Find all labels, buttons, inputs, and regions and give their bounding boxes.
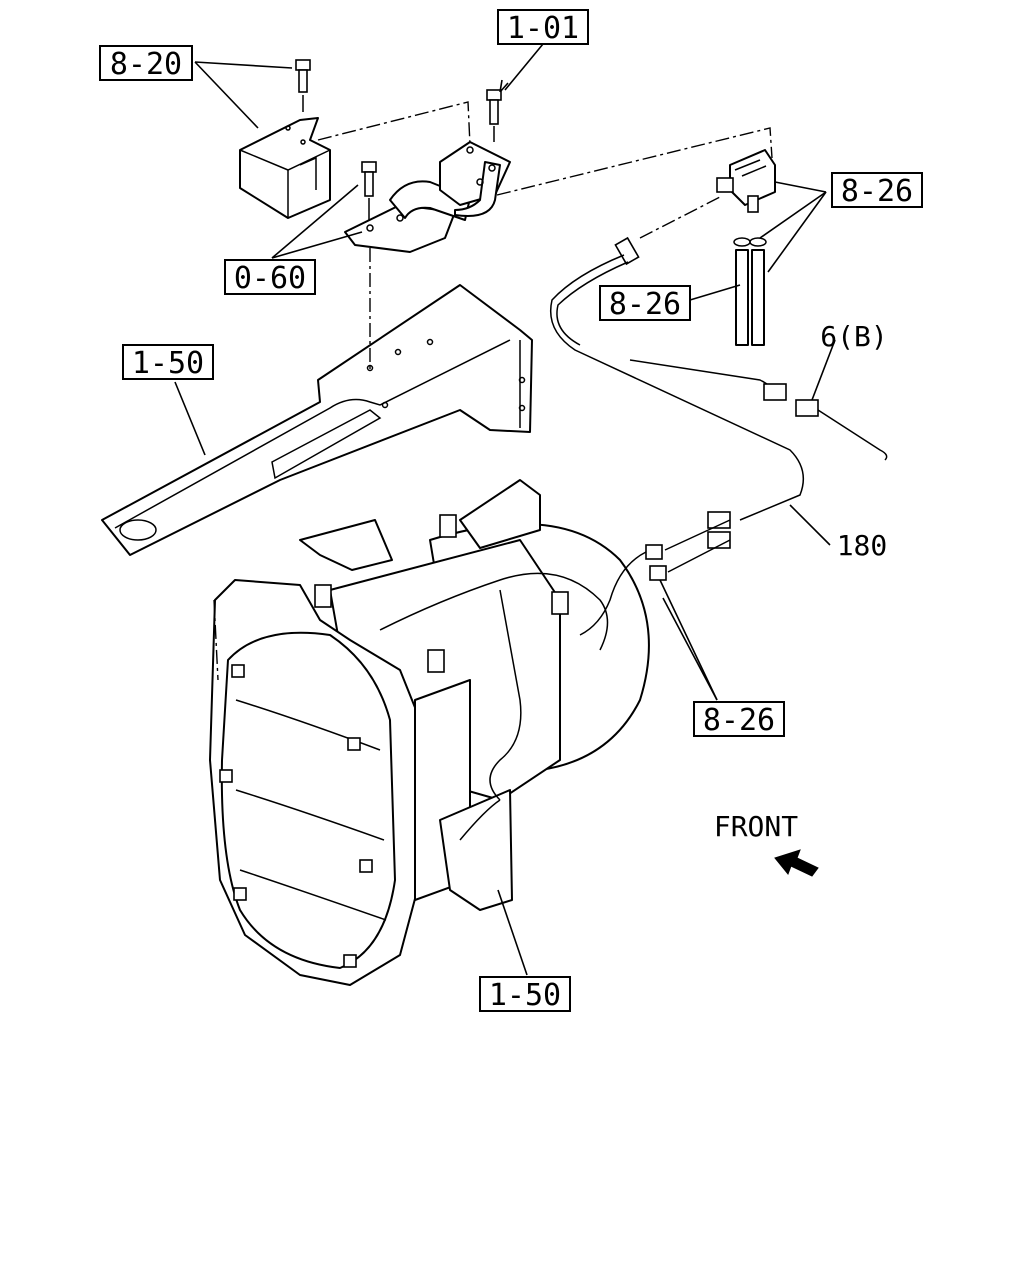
bolt-1-01 bbox=[486, 89, 502, 142]
callout-8-20: 8-20 bbox=[99, 45, 193, 82]
bolt-8-20 bbox=[295, 59, 311, 112]
callout-1-50-upper: 1-50 bbox=[122, 344, 214, 381]
mount-bracket-upper bbox=[101, 284, 533, 556]
svg-text:1-50: 1-50 bbox=[132, 346, 204, 381]
svg-text:1-50: 1-50 bbox=[489, 978, 561, 1013]
hose-pair bbox=[733, 237, 767, 346]
assembly-lines bbox=[213, 101, 773, 681]
callout-8-26-sensor: 8-26 bbox=[831, 172, 923, 209]
svg-text:1-01: 1-01 bbox=[507, 11, 579, 46]
pressure-sensor bbox=[716, 149, 776, 213]
front-label: FRONT bbox=[714, 810, 798, 843]
callout-8-26-hose: 8-26 bbox=[599, 285, 691, 322]
callout-1-01: 1-01 bbox=[497, 9, 589, 46]
callout-180: 180 bbox=[837, 529, 888, 562]
exhaust-dpf-assembly bbox=[209, 479, 650, 986]
leader-lines bbox=[174, 43, 836, 976]
callout-8-26-connector: 8-26 bbox=[693, 701, 785, 738]
callout-0-60: 0-60 bbox=[224, 259, 316, 296]
front-indicator: FRONT bbox=[714, 810, 819, 877]
svg-text:8-26: 8-26 bbox=[703, 703, 775, 738]
svg-text:0-60: 0-60 bbox=[234, 261, 306, 296]
front-arrow-icon bbox=[774, 849, 819, 877]
pipe-bracket bbox=[344, 141, 511, 253]
wiring-harness bbox=[550, 236, 888, 636]
bolt-0-60 bbox=[361, 161, 377, 222]
svg-text:8-26: 8-26 bbox=[841, 174, 913, 209]
heat-shield-cover bbox=[239, 117, 331, 219]
callout-1-50-lower: 1-50 bbox=[479, 976, 571, 1013]
svg-text:8-26: 8-26 bbox=[609, 287, 681, 322]
svg-text:180: 180 bbox=[837, 529, 888, 562]
callout-6b: 6(B) bbox=[820, 320, 887, 353]
svg-text:8-20: 8-20 bbox=[110, 47, 182, 82]
svg-text:6(B): 6(B) bbox=[820, 320, 887, 353]
